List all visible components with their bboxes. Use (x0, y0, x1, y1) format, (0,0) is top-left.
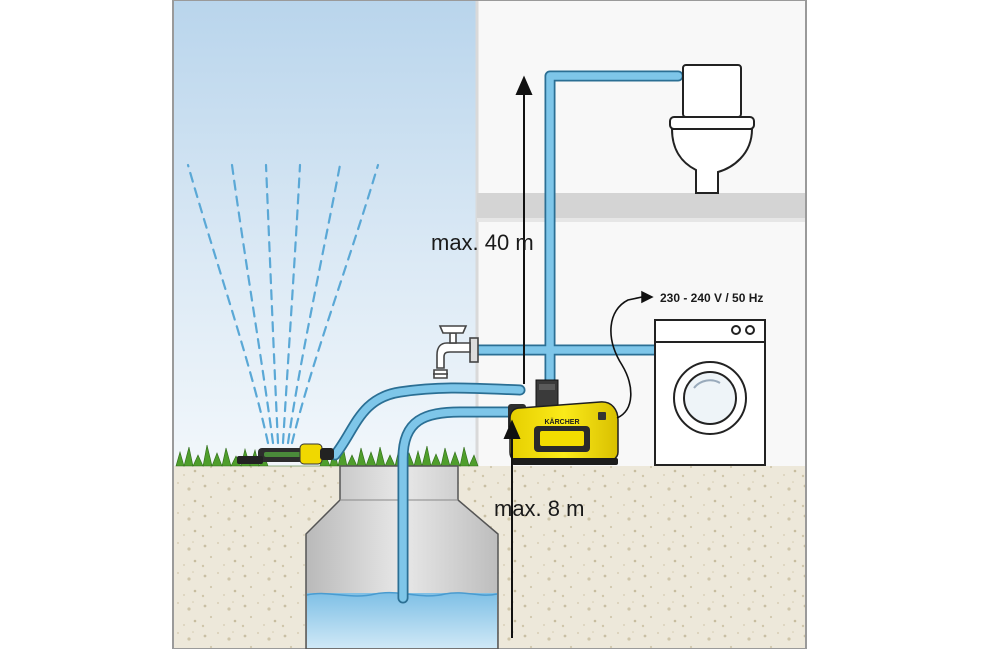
floor-slab (477, 193, 805, 218)
toilet-icon (669, 64, 755, 194)
sprinkler-icon (237, 443, 334, 465)
tap-icon (433, 325, 479, 379)
pipes (329, 70, 684, 604)
well-icon (305, 465, 499, 649)
riser-pipe (546, 72, 682, 388)
pump-brand: KÄRCHER (545, 418, 580, 426)
suction-arrow (503, 419, 521, 638)
power-plug-icon (641, 290, 654, 304)
garden-hose (331, 384, 524, 459)
power-cable (610, 296, 643, 419)
washing-machine-icon (654, 319, 766, 466)
height-max-label: max. 40 m (431, 230, 534, 255)
height-arrow (515, 75, 533, 384)
water-spray (186, 163, 380, 445)
voltage-label: 230 - 240 V / 50 Hz (660, 291, 763, 305)
suction-max-label: max. 8 m (494, 496, 584, 521)
suction-pipe (399, 408, 524, 602)
